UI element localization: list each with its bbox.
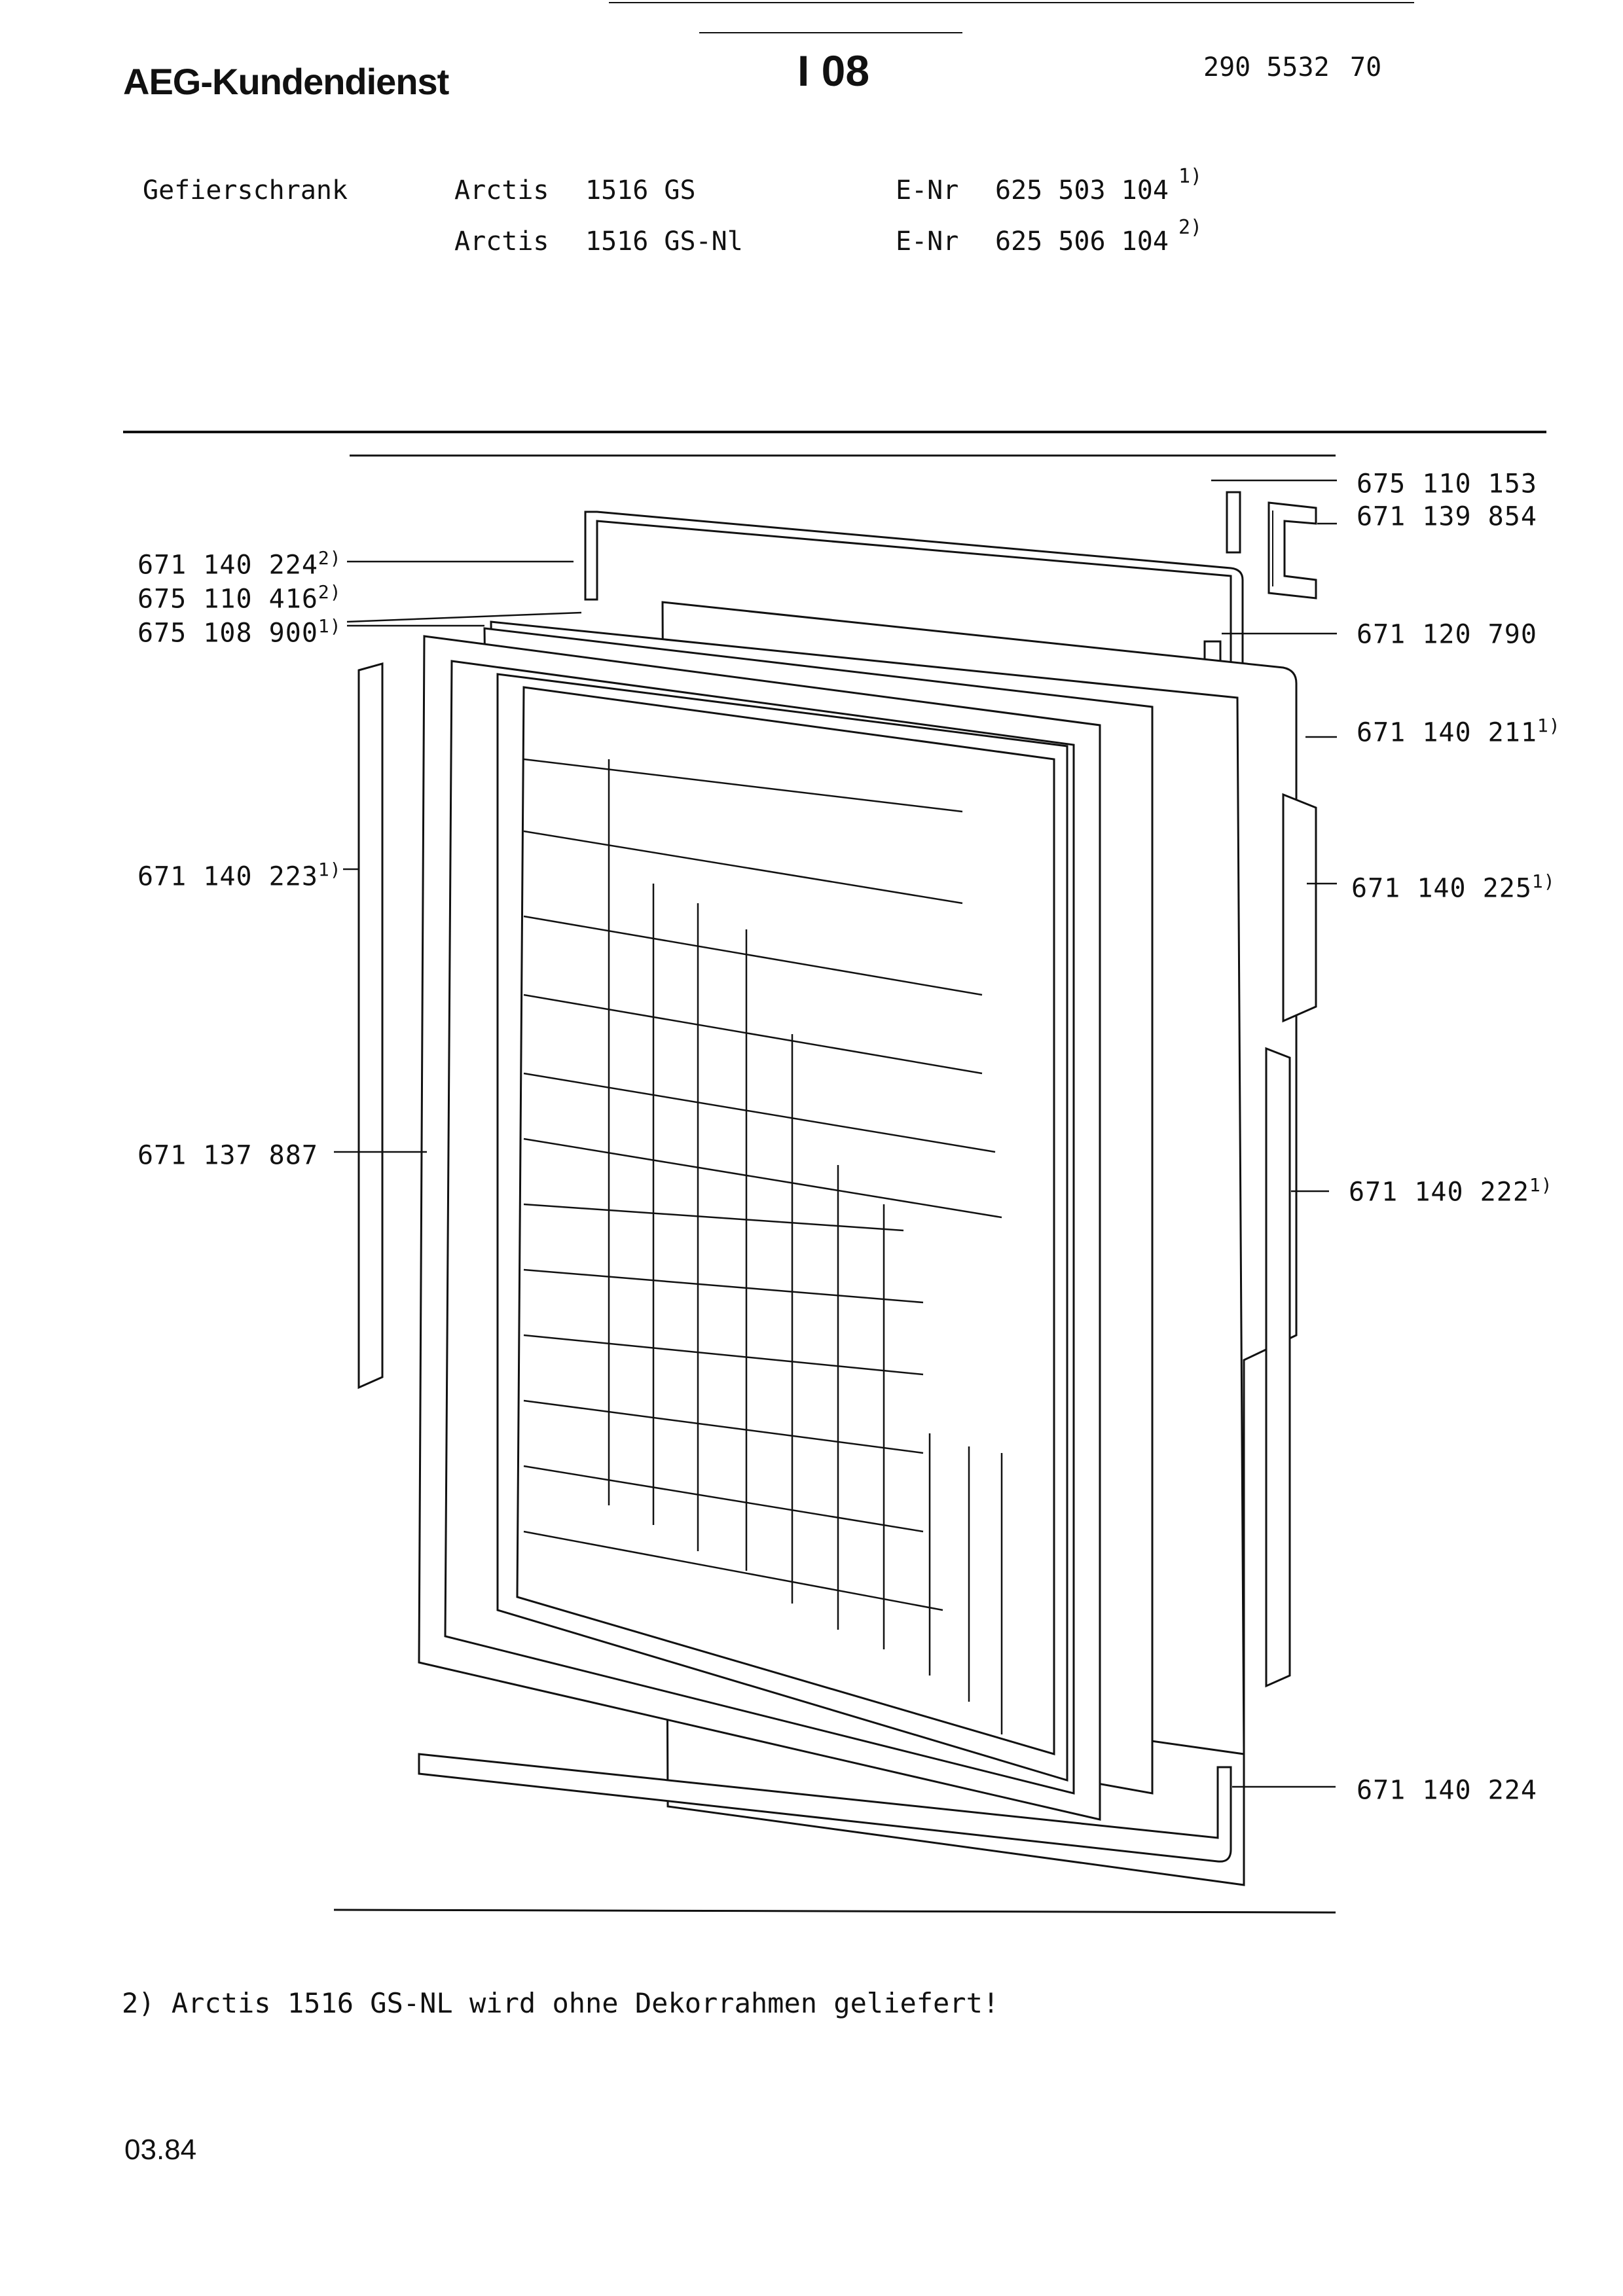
part-label: 675 110 4162) [137, 581, 342, 615]
enr-note-2: 2) [1178, 216, 1203, 239]
part-label: 671 120 790 [1357, 619, 1537, 650]
part-label: 675 110 153 [1357, 469, 1537, 499]
model-name-2: Arctis [454, 226, 549, 257]
part-label: 671 140 224 [1357, 1775, 1537, 1806]
hinge-cap [1226, 491, 1241, 554]
part-label: 671 139 854 [1357, 501, 1537, 532]
left-strip [357, 662, 384, 1390]
right-side-strip [1282, 793, 1317, 1023]
part-label: 671 140 2111) [1357, 715, 1561, 748]
part-label: 671 140 2242) [137, 547, 342, 581]
part-label: 671 137 887 [137, 1140, 318, 1171]
bottom-profile [418, 1753, 1232, 1863]
part-label: 671 140 2221) [1349, 1174, 1553, 1208]
model-name-1: Arctis [454, 175, 549, 206]
section-code: I 08 [797, 46, 870, 95]
appliance-category: Gefierschrank [143, 175, 348, 206]
document-number: 290 5532 [1203, 52, 1330, 82]
right-lower-strip [1265, 1047, 1291, 1688]
top-profile [584, 511, 1244, 682]
enr-label-2: E-Nr [896, 226, 959, 257]
part-label: 675 108 9001) [137, 615, 342, 649]
part-label: 671 140 2231) [137, 859, 342, 892]
document-suffix: 70 [1350, 52, 1382, 82]
enr-label-1: E-Nr [896, 175, 959, 206]
brand-title: AEG-Kundendienst [123, 61, 449, 102]
print-date: 03.84 [124, 2134, 197, 2166]
enr-note-1: 1) [1178, 165, 1203, 188]
part-label: 671 140 2251) [1351, 870, 1556, 904]
enr-value-1: 625 503 104 [995, 175, 1169, 206]
hinge-bracket [1267, 501, 1317, 600]
grid-lines [523, 758, 1003, 1734]
footnote: 2) Arctis 1516 GS-NL wird ohne Dekorrahm… [122, 1987, 1000, 2019]
enr-value-2: 625 506 104 [995, 226, 1169, 257]
model-code-1: 1516 GS [585, 175, 696, 206]
model-code-2: 1516 GS-Nl [585, 226, 743, 257]
